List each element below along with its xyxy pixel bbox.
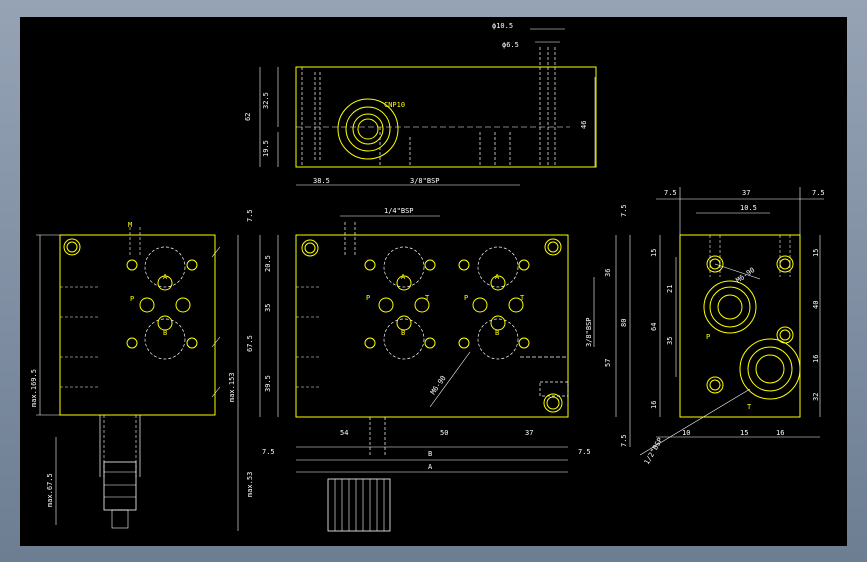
- right-h2: 15: [812, 249, 820, 257]
- side-lbl-p: P: [130, 295, 134, 303]
- side-connector: [103, 461, 137, 511]
- right-b2: 15: [740, 429, 748, 437]
- right-w-inner: 10.5: [740, 204, 757, 212]
- front-port-right: 3/8"BSP: [585, 317, 593, 347]
- front-lbl-t2: T: [520, 294, 525, 302]
- drawing-canvas: ϕ10.5 ϕ6.5 CNP10 62 32.5 19.5 46 38.5 3/…: [20, 17, 847, 546]
- front-w1: 54: [340, 429, 348, 437]
- right-w-right: 7.5: [812, 189, 825, 197]
- side-lbl-a: A: [163, 273, 168, 281]
- top-port: 3/8"BSP: [410, 177, 440, 185]
- right-lbl-t: T: [747, 403, 752, 411]
- right-b1: 10: [682, 429, 690, 437]
- side-view-dims: [36, 234, 221, 525]
- right-h4: 40: [812, 301, 820, 309]
- front-dim-b: B: [428, 450, 432, 458]
- cnp10-port-outer: [337, 98, 399, 160]
- right-h5: 35: [666, 337, 674, 345]
- right-view: [679, 234, 801, 418]
- front-edge-l: 7.5: [262, 448, 275, 456]
- side-view-outline: [59, 234, 216, 416]
- front-w3: 37: [525, 429, 533, 437]
- front-dim-a: A: [428, 463, 433, 471]
- front-bottom-r: 7.5: [620, 204, 628, 217]
- front-connector: [327, 478, 391, 532]
- front-view-outline: [295, 234, 569, 418]
- right-h6: 64: [650, 323, 658, 331]
- front-lbl-a2: A: [495, 273, 500, 281]
- top-d1: ϕ10.5: [492, 22, 513, 30]
- front-view: [295, 222, 569, 532]
- right-view-dims: [639, 187, 824, 456]
- cad-drawing: ϕ10.5 ϕ6.5 CNP10 62 32.5 19.5 46 38.5 3/…: [30, 22, 825, 532]
- front-lbl-t1: T: [425, 294, 430, 302]
- front-v1: 20.5: [264, 255, 272, 272]
- front-port-top: 1/4"BSP: [384, 207, 414, 215]
- top-view-outline: [295, 66, 597, 168]
- front-v4: 39.5: [264, 375, 272, 392]
- front-lbl-b2: B: [495, 329, 499, 337]
- front-view-dims: [237, 215, 631, 531]
- front-w2: 50: [440, 429, 448, 437]
- front-v2: 35: [264, 304, 272, 312]
- side-min-h: max.67.5: [46, 473, 54, 507]
- top-h-b: 19.5: [262, 140, 270, 157]
- right-p-port: [703, 280, 757, 334]
- top-d2: ϕ6.5: [502, 41, 519, 49]
- front-right-v1: 36: [604, 269, 612, 277]
- side-label-m: M: [128, 221, 132, 229]
- right-view-outline: [679, 234, 801, 418]
- right-h3: 21: [666, 285, 674, 293]
- side-lbl-b: B: [163, 329, 167, 337]
- side-view: [59, 227, 216, 529]
- right-w-mid: 37: [742, 189, 750, 197]
- right-t-port: [739, 338, 801, 400]
- front-mount-hole-tr: [544, 238, 562, 256]
- front-mount-hole-tl: [301, 239, 319, 257]
- right-w-left: 7.5: [664, 189, 677, 197]
- front-right-v3: 57: [604, 359, 612, 367]
- right-h7: 16: [812, 355, 820, 363]
- top-view: [295, 47, 597, 168]
- right-b3: 16: [776, 429, 784, 437]
- side-max-h: max.169.5: [30, 369, 38, 407]
- top-h-right: 46: [580, 121, 588, 129]
- right-h9: 16: [650, 401, 658, 409]
- front-lbl-b1: B: [401, 329, 405, 337]
- right-lbl-p: P: [706, 333, 710, 341]
- front-edge-7-5: 7.5: [620, 434, 628, 447]
- front-lbl-p1: P: [366, 294, 370, 302]
- front-right-v2: 80: [620, 319, 628, 327]
- front-thread: M6-90: [429, 374, 448, 396]
- top-callout: CNP10: [384, 101, 405, 109]
- front-lbl-p2: P: [464, 294, 468, 302]
- front-min-h: max.53: [246, 472, 254, 497]
- front-mount-hole-br: [543, 393, 563, 413]
- front-max-h: max.153: [228, 372, 236, 402]
- front-lbl-a1: A: [401, 273, 406, 281]
- top-h-total: 62: [244, 113, 252, 121]
- right-h8: 32: [812, 393, 820, 401]
- right-thread: M6-90: [735, 266, 757, 285]
- front-edge-r: 7.5: [578, 448, 591, 456]
- top-w-left: 38.5: [313, 177, 330, 185]
- top-view-dims: [259, 28, 596, 186]
- front-top: 7.5: [246, 209, 254, 222]
- top-h-a: 32.5: [262, 92, 270, 109]
- right-h1: 15: [650, 249, 658, 257]
- front-v3: 67.5: [246, 335, 254, 352]
